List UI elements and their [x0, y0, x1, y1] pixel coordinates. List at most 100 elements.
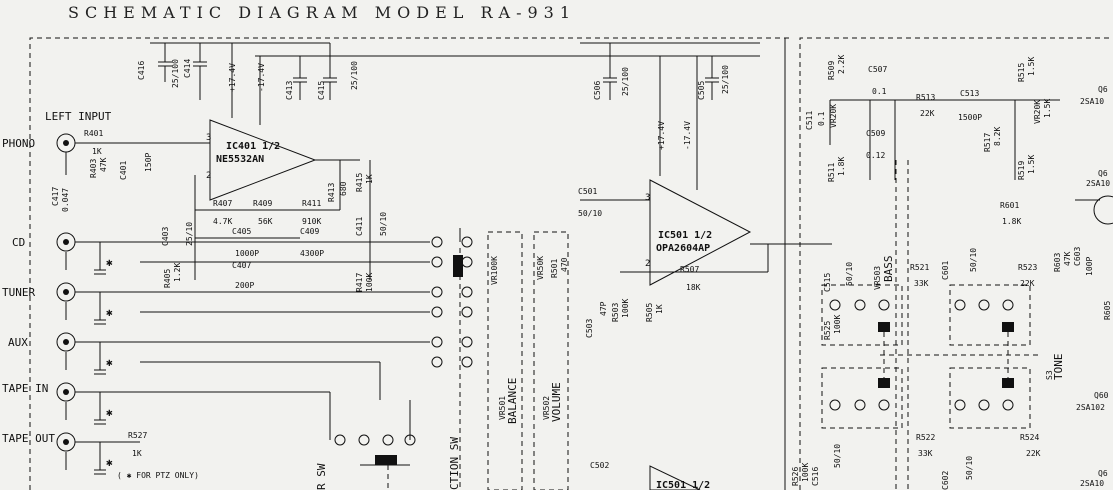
r521-ref: R521 [910, 263, 929, 272]
r401-value: 1K [92, 147, 102, 156]
c417-ref: C417 [51, 187, 60, 206]
r527-value: 1K [132, 449, 142, 458]
q-ref: Q60 [1094, 391, 1109, 400]
r525-value: 100K [833, 315, 842, 334]
star-mark: ✱ [106, 456, 113, 469]
c502-ref: C502 [590, 461, 609, 470]
r505-ref: R505 [645, 303, 654, 322]
r407-value: 4.7K [213, 217, 232, 226]
r601-ref: R601 [1000, 201, 1019, 210]
c415-value: 25/100 [350, 61, 359, 90]
pin-label: 2 [206, 171, 211, 181]
c411-ref: C411 [355, 217, 364, 236]
c501-value: 50/10 [578, 209, 602, 218]
star-mark: ✱ [106, 256, 113, 269]
r503-value: 100K [621, 299, 630, 318]
r523-ref: R523 [1018, 263, 1037, 272]
r527-ref: R527 [128, 431, 147, 440]
input-selector-contacts [379, 228, 473, 490]
star-mark: ✱ [106, 406, 113, 419]
star-mark: ✱ [106, 306, 113, 319]
r522-ref: R522 [916, 433, 935, 442]
rail-label: -17.4V [683, 121, 692, 150]
rail-label: +17.4V [657, 121, 666, 150]
c511-ref: C511 [805, 111, 814, 130]
c505-value: 25/100 [721, 65, 730, 94]
tone-network [829, 99, 1100, 201]
input-cd: CD [12, 236, 25, 249]
c403-value: 25/10 [185, 222, 194, 246]
r411-ref: R411 [302, 199, 321, 208]
c513-value: 1500P [958, 113, 982, 122]
r522-value: 33K [918, 449, 933, 458]
input-tuner: TUNER [2, 286, 35, 299]
r515-ref: R515 [1017, 63, 1026, 82]
r525-ref: R525 [823, 321, 832, 340]
ic501-lower-name: IC501 1/2 [656, 480, 710, 490]
c401-ref: C401 [119, 161, 128, 180]
r405-ref: R405 [163, 269, 172, 288]
mode-switch [329, 392, 416, 490]
r515-value: 1.5K [1027, 57, 1036, 76]
c417-value: 0.047 [61, 188, 70, 212]
vr20k-b-ref: VR20K [1033, 100, 1042, 124]
r519-value: 1.5K [1027, 155, 1036, 174]
c501-ref: C501 [578, 187, 597, 196]
vr20k-a-ref: VR20K [829, 104, 838, 128]
feedback-network [194, 175, 340, 280]
c516-value: 50/10 [833, 444, 842, 468]
c506-value: 25/100 [621, 67, 630, 96]
r521-value: 33K [914, 279, 929, 288]
r407-ref: R407 [213, 199, 232, 208]
balance-label: BALANCE [506, 378, 519, 424]
q-ref: Q6 [1098, 169, 1108, 178]
c411-value: 50/10 [379, 212, 388, 236]
q-part: 2SA102 [1076, 403, 1105, 412]
vr100k-ref: VR100K [490, 256, 499, 285]
r524-ref: R524 [1020, 433, 1039, 442]
c509-ref: C509 [866, 129, 885, 138]
r517-value: 8.2K [993, 127, 1002, 146]
c515-value: 50/10 [845, 262, 854, 286]
board-border-left [29, 37, 790, 490]
r409-value: 56K [258, 217, 273, 226]
bass-label: BASS [882, 256, 895, 283]
pin-label: 3 [645, 193, 650, 203]
r415-ref: R415 [355, 173, 364, 192]
c603-ref: C603 [1073, 247, 1082, 266]
tone-label: TONE [1052, 354, 1065, 381]
r417-ref: R417 [355, 273, 364, 292]
c513-ref: C513 [960, 89, 979, 98]
c415-ref: C415 [317, 81, 326, 100]
r511-value: 1.8K [837, 157, 846, 176]
r403-ref: R403 [89, 159, 98, 178]
c515-ref: C515 [823, 273, 832, 292]
ic501-lower-opamp [649, 465, 701, 490]
c416-ref: C416 [137, 61, 146, 80]
c505-ref: C505 [697, 81, 706, 100]
c503-ref: C503 [585, 319, 594, 338]
c516-ref: C516 [811, 467, 820, 486]
r505-value: 1K [655, 304, 664, 314]
vr503-ref: VR503 [873, 266, 882, 290]
r411-value: 910K [302, 217, 321, 226]
c507-ref: C507 [868, 65, 887, 74]
c405-ref: C405 [232, 227, 251, 236]
q-part: 2SA10 [1086, 179, 1110, 188]
rail-label: +17.4V [228, 63, 237, 92]
board-border-right [799, 37, 1113, 490]
c603-value: 100P [1085, 257, 1094, 276]
c403-ref: C403 [161, 227, 170, 246]
c416-value: 25/100 [171, 59, 180, 88]
c509-value: 0.12 [866, 151, 885, 160]
r524-value: 22K [1026, 449, 1041, 458]
ic401-opamp [209, 119, 317, 201]
pin-label: 2 [645, 259, 650, 269]
r511-ref: R511 [827, 163, 836, 182]
r405-value: 1.2K [173, 263, 182, 282]
r513-value: 22K [920, 109, 935, 118]
ic501-part: OPA2604AP [656, 243, 710, 254]
r415-value: 1K [365, 174, 374, 184]
balance-pot-box [487, 231, 523, 490]
